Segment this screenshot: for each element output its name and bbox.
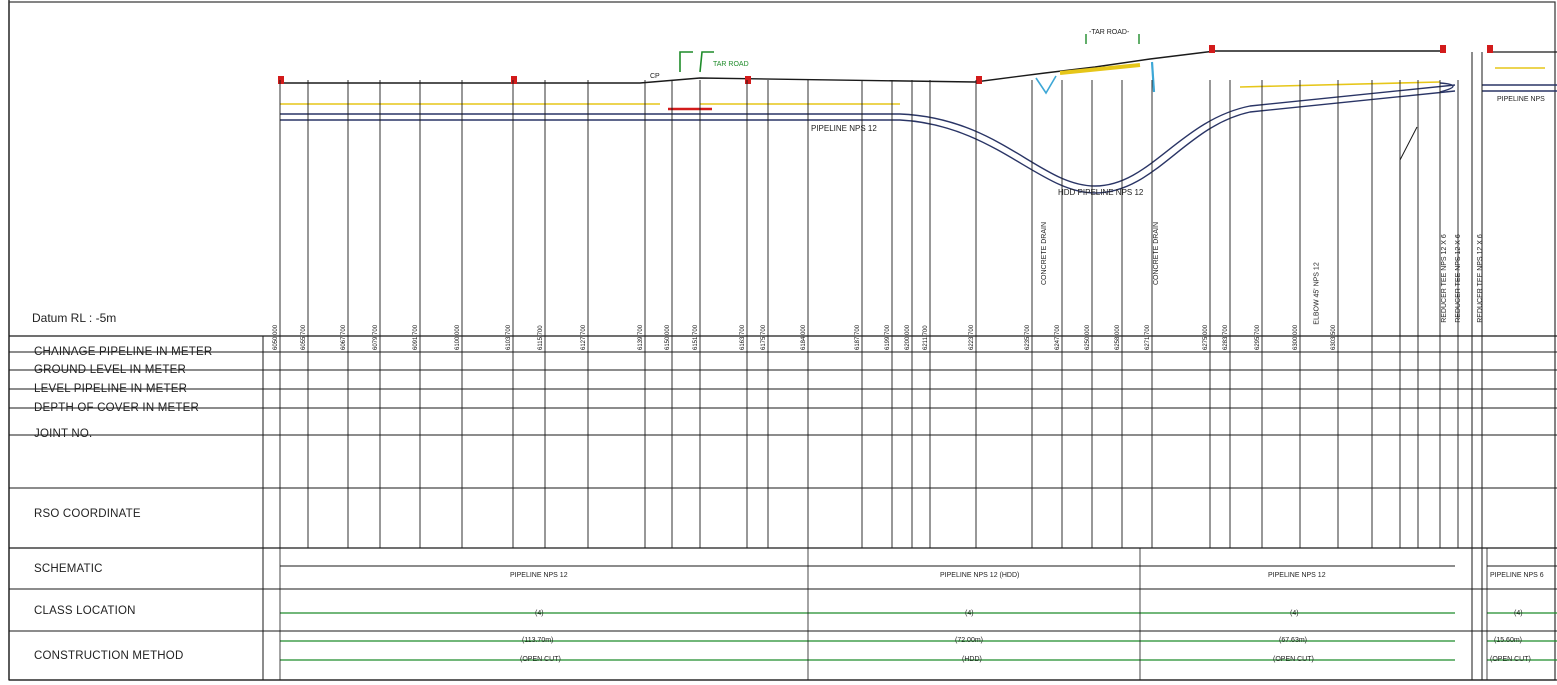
- chainage-cell: 6271.700: [1145, 324, 1151, 350]
- tar-road-bracket-1b: [699, 51, 714, 73]
- chainage-cell: 6184.000: [801, 324, 807, 350]
- method-section-2: (HDD): [962, 656, 982, 663]
- leader-line: [1399, 126, 1418, 161]
- chainage-cell: 6067.700: [341, 324, 347, 350]
- schematic-section-4: PIPELINE NPS 6: [1490, 572, 1544, 579]
- tar-road-label-1: TAR ROAD: [713, 61, 749, 68]
- reducer-label-3: REDUCER TEE NPS 12 X 6: [1476, 234, 1484, 323]
- station-lines: [279, 80, 1459, 548]
- profile-area: [278, 34, 1557, 336]
- schematic-section-3: PIPELINE NPS 12: [1268, 572, 1326, 579]
- chainage-cell: 6303.500: [1331, 324, 1337, 350]
- pipeline-top: [280, 84, 1456, 187]
- pipeline-right-label: PIPELINE NPS: [1497, 96, 1545, 103]
- row-label-ground-level: GROUND LEVEL IN METER: [34, 364, 187, 376]
- chainage-cell: 6187.700: [855, 324, 861, 350]
- chainage-cell: 6200.000: [905, 324, 911, 350]
- method-section-3: (OPEN CUT): [1273, 656, 1314, 663]
- chainage-cell: 6211.700: [923, 325, 929, 350]
- length-section-4: (15.60m): [1494, 637, 1523, 644]
- chainage-cell: 6163.700: [740, 324, 746, 350]
- row-label-chainage: CHAINAGE PIPELINE IN METER: [34, 346, 213, 358]
- drain-1: [1035, 75, 1057, 95]
- chainage-cell: 6283.700: [1223, 324, 1229, 350]
- chainage-cell: 6100.000: [455, 324, 461, 350]
- chainage-cell: 6115.700: [538, 325, 544, 350]
- data-table-grid: [9, 52, 1557, 681]
- length-section-3: (67.63m): [1279, 637, 1308, 644]
- chainage-cell: 6151.700: [693, 324, 699, 350]
- chainage-cell: 6079.700: [373, 324, 379, 350]
- reducer-label-2: REDUCER TEE NPS 12 X 6: [1454, 234, 1462, 323]
- ground-yellow-3: [1059, 63, 1141, 75]
- row-label-class-location: CLASS LOCATION: [34, 605, 136, 617]
- chainage-cell: 6103.700: [506, 324, 512, 350]
- schematic-section-1: PIPELINE NPS 12: [510, 572, 568, 579]
- chainage-cell: 6127.700: [581, 324, 587, 350]
- chainage-cell: 6055.700: [301, 324, 307, 350]
- class-section-3: (4): [1290, 610, 1299, 617]
- length-section-1: (113.70m): [522, 637, 554, 644]
- chainage-cell: 6091.700: [413, 324, 419, 350]
- ground-line: [280, 50, 1445, 84]
- row-label-construction-method: CONSTRUCTION METHOD: [34, 650, 184, 662]
- class-section-2: (4): [965, 610, 974, 617]
- row-label-depth-of-cover: DEPTH OF COVER IN METER: [34, 402, 199, 414]
- tar-road-label-2: -TAR ROAD-: [1089, 29, 1130, 36]
- chainage-cell: 6250.000: [1085, 324, 1091, 350]
- elbow-label: ELBOW 45' NPS 12: [1313, 262, 1321, 325]
- chainage-cell: 6247.700: [1055, 324, 1061, 350]
- red-markers: [278, 45, 1493, 84]
- chainage-cell: 6150.000: [665, 324, 671, 350]
- ground-yellow-4: [1239, 81, 1441, 88]
- chainage-cell: 6275.000: [1203, 324, 1209, 350]
- chainage-cell: 6199.700: [885, 324, 891, 350]
- row-label-rso-coordinate: RSO COORDINATE: [34, 508, 141, 520]
- method-section-4: (OPEN CUT): [1490, 656, 1531, 663]
- chainage-cell: 6175.700: [761, 324, 767, 350]
- row-label-schematic: SCHEMATIC: [34, 563, 103, 575]
- pipeline-end-cap: [1439, 82, 1454, 93]
- pipeline-bottom: [280, 90, 1456, 194]
- cell-values: 6050.000 6055.700 6067.700 6079.700 6091.700…: [273, 324, 1337, 350]
- cp-label: CP: [650, 73, 660, 80]
- class-section-4: (4): [1514, 610, 1523, 617]
- chainage-cell: 6139.700: [638, 324, 644, 350]
- chainage-cell: 6050.000: [273, 324, 279, 350]
- concrete-drain-label-1: CONCRETE DRAIN: [1041, 221, 1049, 286]
- row-label-pipeline-level: LEVEL PIPELINE IN METER: [34, 383, 188, 395]
- method-section-1: (OPEN CUT): [520, 656, 561, 663]
- row-label-joint-no: JOINT NO.: [34, 428, 93, 440]
- class-section-1: (4): [535, 610, 544, 617]
- tar-road-bracket-1a: [679, 51, 693, 72]
- chainage-cell: 6300.000: [1293, 324, 1299, 350]
- chainage-cell: 6258.000: [1115, 324, 1121, 350]
- chainage-cell: 6223.700: [969, 324, 975, 350]
- hdd-pipeline-label: HDD PIPELINE NPS 12: [1058, 188, 1144, 197]
- drain-2: [1150, 61, 1156, 93]
- concrete-drain-label-2: CONCRETE DRAIN: [1153, 221, 1161, 286]
- datum-label: Datum RL : -5m: [32, 311, 117, 325]
- pipeline-main-label: PIPELINE NPS 12: [811, 124, 877, 133]
- reducer-label-1: REDUCER TEE NPS 12 X 6: [1440, 234, 1448, 323]
- length-section-2: (72.00m): [955, 637, 984, 644]
- section-graphics: [279, 548, 1557, 680]
- chainage-cell: 6235.700: [1025, 324, 1031, 350]
- schematic-section-2: PIPELINE NPS 12 (HDD): [940, 572, 1020, 579]
- chainage-cell: 6295.700: [1255, 324, 1261, 350]
